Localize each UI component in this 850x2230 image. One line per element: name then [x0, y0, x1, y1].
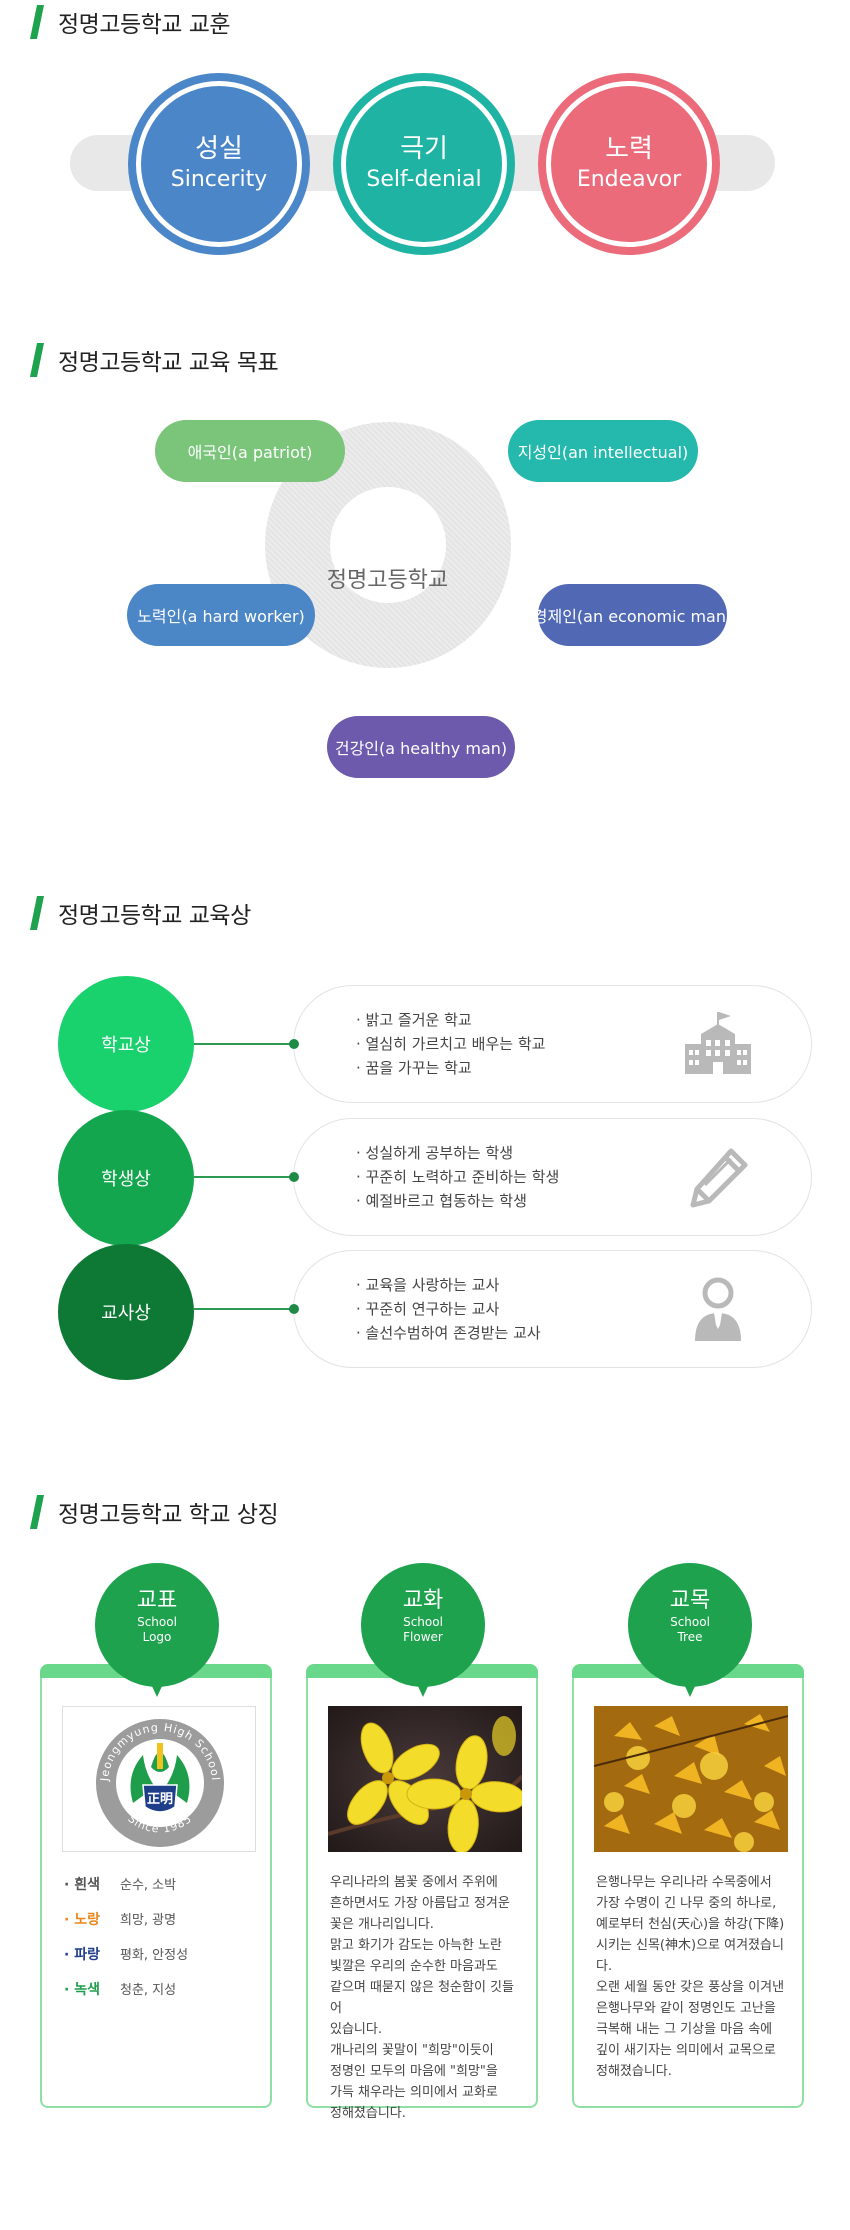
ideals-heading: 정명고등학교 교육상 — [58, 903, 251, 929]
color-white-label: · 흰색 — [64, 1877, 100, 1893]
logo-color-list: · 흰색 순수, 소박 · 노랑 희망, 광명 · 파랑 평화, 안정성 · 녹색 청춘… — [64, 1868, 188, 2008]
list-item: · 예절바르고 협동하는 학생 — [356, 1192, 527, 1210]
goals-center-hole — [330, 487, 446, 603]
ideal-student-circle: 학생상 — [58, 1110, 194, 1246]
color-blue-desc: 평화, 안정성 — [120, 1948, 189, 1963]
color-yellow-desc: 희망, 광명 — [120, 1913, 177, 1928]
list-item: · 파랑 평화, 안정성 — [64, 1938, 188, 1973]
ideal-teacher-dot — [289, 1304, 299, 1314]
school-building-icon — [685, 1012, 751, 1074]
ginkgo-photo — [594, 1706, 788, 1852]
flower-card: 우리나라의 봄꽃 중에서 주위에 흔하면서도 가장 아름답고 정겨운 꽃은 개나… — [306, 1664, 538, 2121]
ginkgo-image — [594, 1706, 788, 1852]
list-item: · 흰색 순수, 소박 — [64, 1868, 188, 1903]
flower-bubble-en1: School — [403, 1615, 443, 1629]
ideal-teacher-list: · 교육을 사랑하는 교사 · 꾸준히 연구하는 교사 · 솔선수범하여 존경받… — [356, 1273, 541, 1345]
ideal-school-circle: 학교상 — [58, 976, 194, 1112]
goals-heading: 정명고등학교 교육 목표 — [58, 350, 279, 376]
motto-section-title: 정명고등학교 교훈 — [30, 2, 231, 42]
tree-bubble-ko: 교목 — [669, 1588, 711, 1613]
motto-endeavor-ko: 노력 — [605, 134, 653, 164]
tree-bubble-en1: School — [670, 1615, 710, 1629]
list-item: · 꾸준히 노력하고 준비하는 학생 — [356, 1168, 560, 1186]
goal-economic: 경제인(an economic man) — [533, 584, 732, 646]
list-item: · 노랑 희망, 광명 — [64, 1903, 188, 1938]
green-slash-icon — [30, 896, 44, 930]
list-item: · 꾸준히 연구하는 교사 — [356, 1300, 500, 1318]
motto-selfdenial-en: Self-denial — [366, 167, 482, 192]
goal-patriot: 애국인(a patriot) — [155, 420, 345, 482]
logo-bubble-en1: School — [137, 1615, 177, 1629]
flower-bubble-en2: Flower — [403, 1630, 443, 1644]
tree-description: 은행나무는 우리나라 수목중에서 가장 수명이 긴 나무 중의 하나로, 예로부… — [596, 1875, 785, 2079]
goals-center-label: 정명고등학교 — [326, 568, 449, 593]
motto-heading: 정명고등학교 교훈 — [58, 12, 231, 38]
symbols-heading: 정명고등학교 학교 상징 — [58, 1502, 279, 1528]
logo-bubble-ko: 교표 — [136, 1588, 178, 1613]
list-item: · 솔선수범하여 존경받는 교사 — [356, 1324, 541, 1342]
forsythia-image — [328, 1706, 522, 1852]
color-green-label: · 녹색 — [64, 1982, 100, 1998]
flower-description: 우리나라의 봄꽃 중에서 주위에 흔하면서도 가장 아름답고 정겨운 꽃은 개나… — [330, 1875, 514, 2121]
motto-selfdenial: 극기 Self-denial — [333, 73, 515, 255]
motto-endeavor-en: Endeavor — [576, 167, 682, 192]
ideal-student-dot — [289, 1172, 299, 1182]
color-yellow-label: · 노랑 — [64, 1912, 100, 1928]
motto-sincerity-ko: 성실 — [195, 134, 243, 164]
goal-hard-worker: 노력인(a hard worker) — [127, 584, 315, 646]
school-emblem-image: Jeongmyung High School Since 1985 正明 — [96, 1719, 224, 1847]
flower-bubble: 교화 School Flower — [361, 1563, 485, 1697]
ideal-student-list: · 성실하게 공부하는 학생 · 꾸준히 노력하고 준비하는 학생 · 예절바르… — [356, 1141, 559, 1213]
list-item: · 성실하게 공부하는 학생 — [356, 1144, 514, 1162]
list-item: · 밝고 즐거운 학교 — [356, 1011, 472, 1029]
motto-sincerity: 성실 Sincerity — [128, 73, 310, 255]
ideal-school-box: · 밝고 즐거운 학교 · 열심히 가르치고 배우는 학교 · 꿈을 가꾸는 학… — [293, 985, 812, 1103]
ideal-student-connector — [194, 1176, 294, 1178]
flower-bubble-ko: 교화 — [402, 1588, 444, 1613]
motto-sincerity-en: Sincerity — [170, 167, 268, 192]
ideal-school-connector — [194, 1043, 294, 1045]
motto-endeavor: 노력 Endeavor — [538, 73, 720, 255]
ideal-school-dot — [289, 1039, 299, 1049]
school-emblem-frame: Jeongmyung High School Since 1985 正明 — [62, 1706, 256, 1852]
ideal-teacher-connector — [194, 1308, 294, 1310]
ideals-section-title: 정명고등학교 교육상 — [30, 893, 251, 933]
list-item: · 녹색 청춘, 지성 — [64, 1973, 188, 2008]
green-slash-icon — [30, 1495, 44, 1529]
list-item: · 꿈을 가꾸는 학교 — [356, 1059, 472, 1077]
goal-healthy: 건강인(a healthy man) — [327, 716, 515, 778]
emblem-badge-text: 正明 — [147, 1792, 173, 1807]
motto-selfdenial-ko: 극기 — [400, 134, 448, 164]
forsythia-photo — [328, 1706, 522, 1852]
tree-bubble-en2: Tree — [677, 1630, 703, 1644]
logo-bubble-en2: Logo — [142, 1630, 172, 1644]
pencil-icon — [690, 1148, 748, 1208]
goals-section-title: 정명고등학교 교육 목표 — [30, 340, 279, 380]
color-blue-label: · 파랑 — [64, 1947, 100, 1963]
green-slash-icon — [30, 343, 44, 377]
logo-bubble: 교표 School Logo — [95, 1563, 219, 1697]
symbols-section-title: 정명고등학교 학교 상징 — [30, 1492, 279, 1532]
list-item: · 열심히 가르치고 배우는 학교 — [356, 1035, 546, 1053]
tree-card: 은행나무는 우리나라 수목중에서 가장 수명이 긴 나무 중의 하나로, 예로부… — [572, 1664, 804, 2108]
goal-intellectual: 지성인(an intellectual) — [508, 420, 698, 482]
tree-bubble: 교목 School Tree — [628, 1563, 752, 1697]
ideal-student-box: · 성실하게 공부하는 학생 · 꾸준히 노력하고 준비하는 학생 · 예절바르… — [293, 1118, 812, 1236]
teacher-person-icon — [695, 1277, 741, 1341]
green-slash-icon — [30, 5, 44, 39]
ideal-teacher-box: · 교육을 사랑하는 교사 · 꾸준히 연구하는 교사 · 솔선수범하여 존경받… — [293, 1250, 812, 1368]
ideal-teacher-circle: 교사상 — [58, 1244, 194, 1380]
list-item: · 교육을 사랑하는 교사 — [356, 1276, 500, 1294]
logo-card: Jeongmyung High School Since 1985 正明 · 흰… — [40, 1664, 272, 2108]
color-white-desc: 순수, 소박 — [120, 1878, 177, 1893]
ideal-school-list: · 밝고 즐거운 학교 · 열심히 가르치고 배우는 학교 · 꿈을 가꾸는 학… — [356, 1008, 545, 1080]
color-green-desc: 청춘, 지성 — [120, 1983, 177, 1998]
